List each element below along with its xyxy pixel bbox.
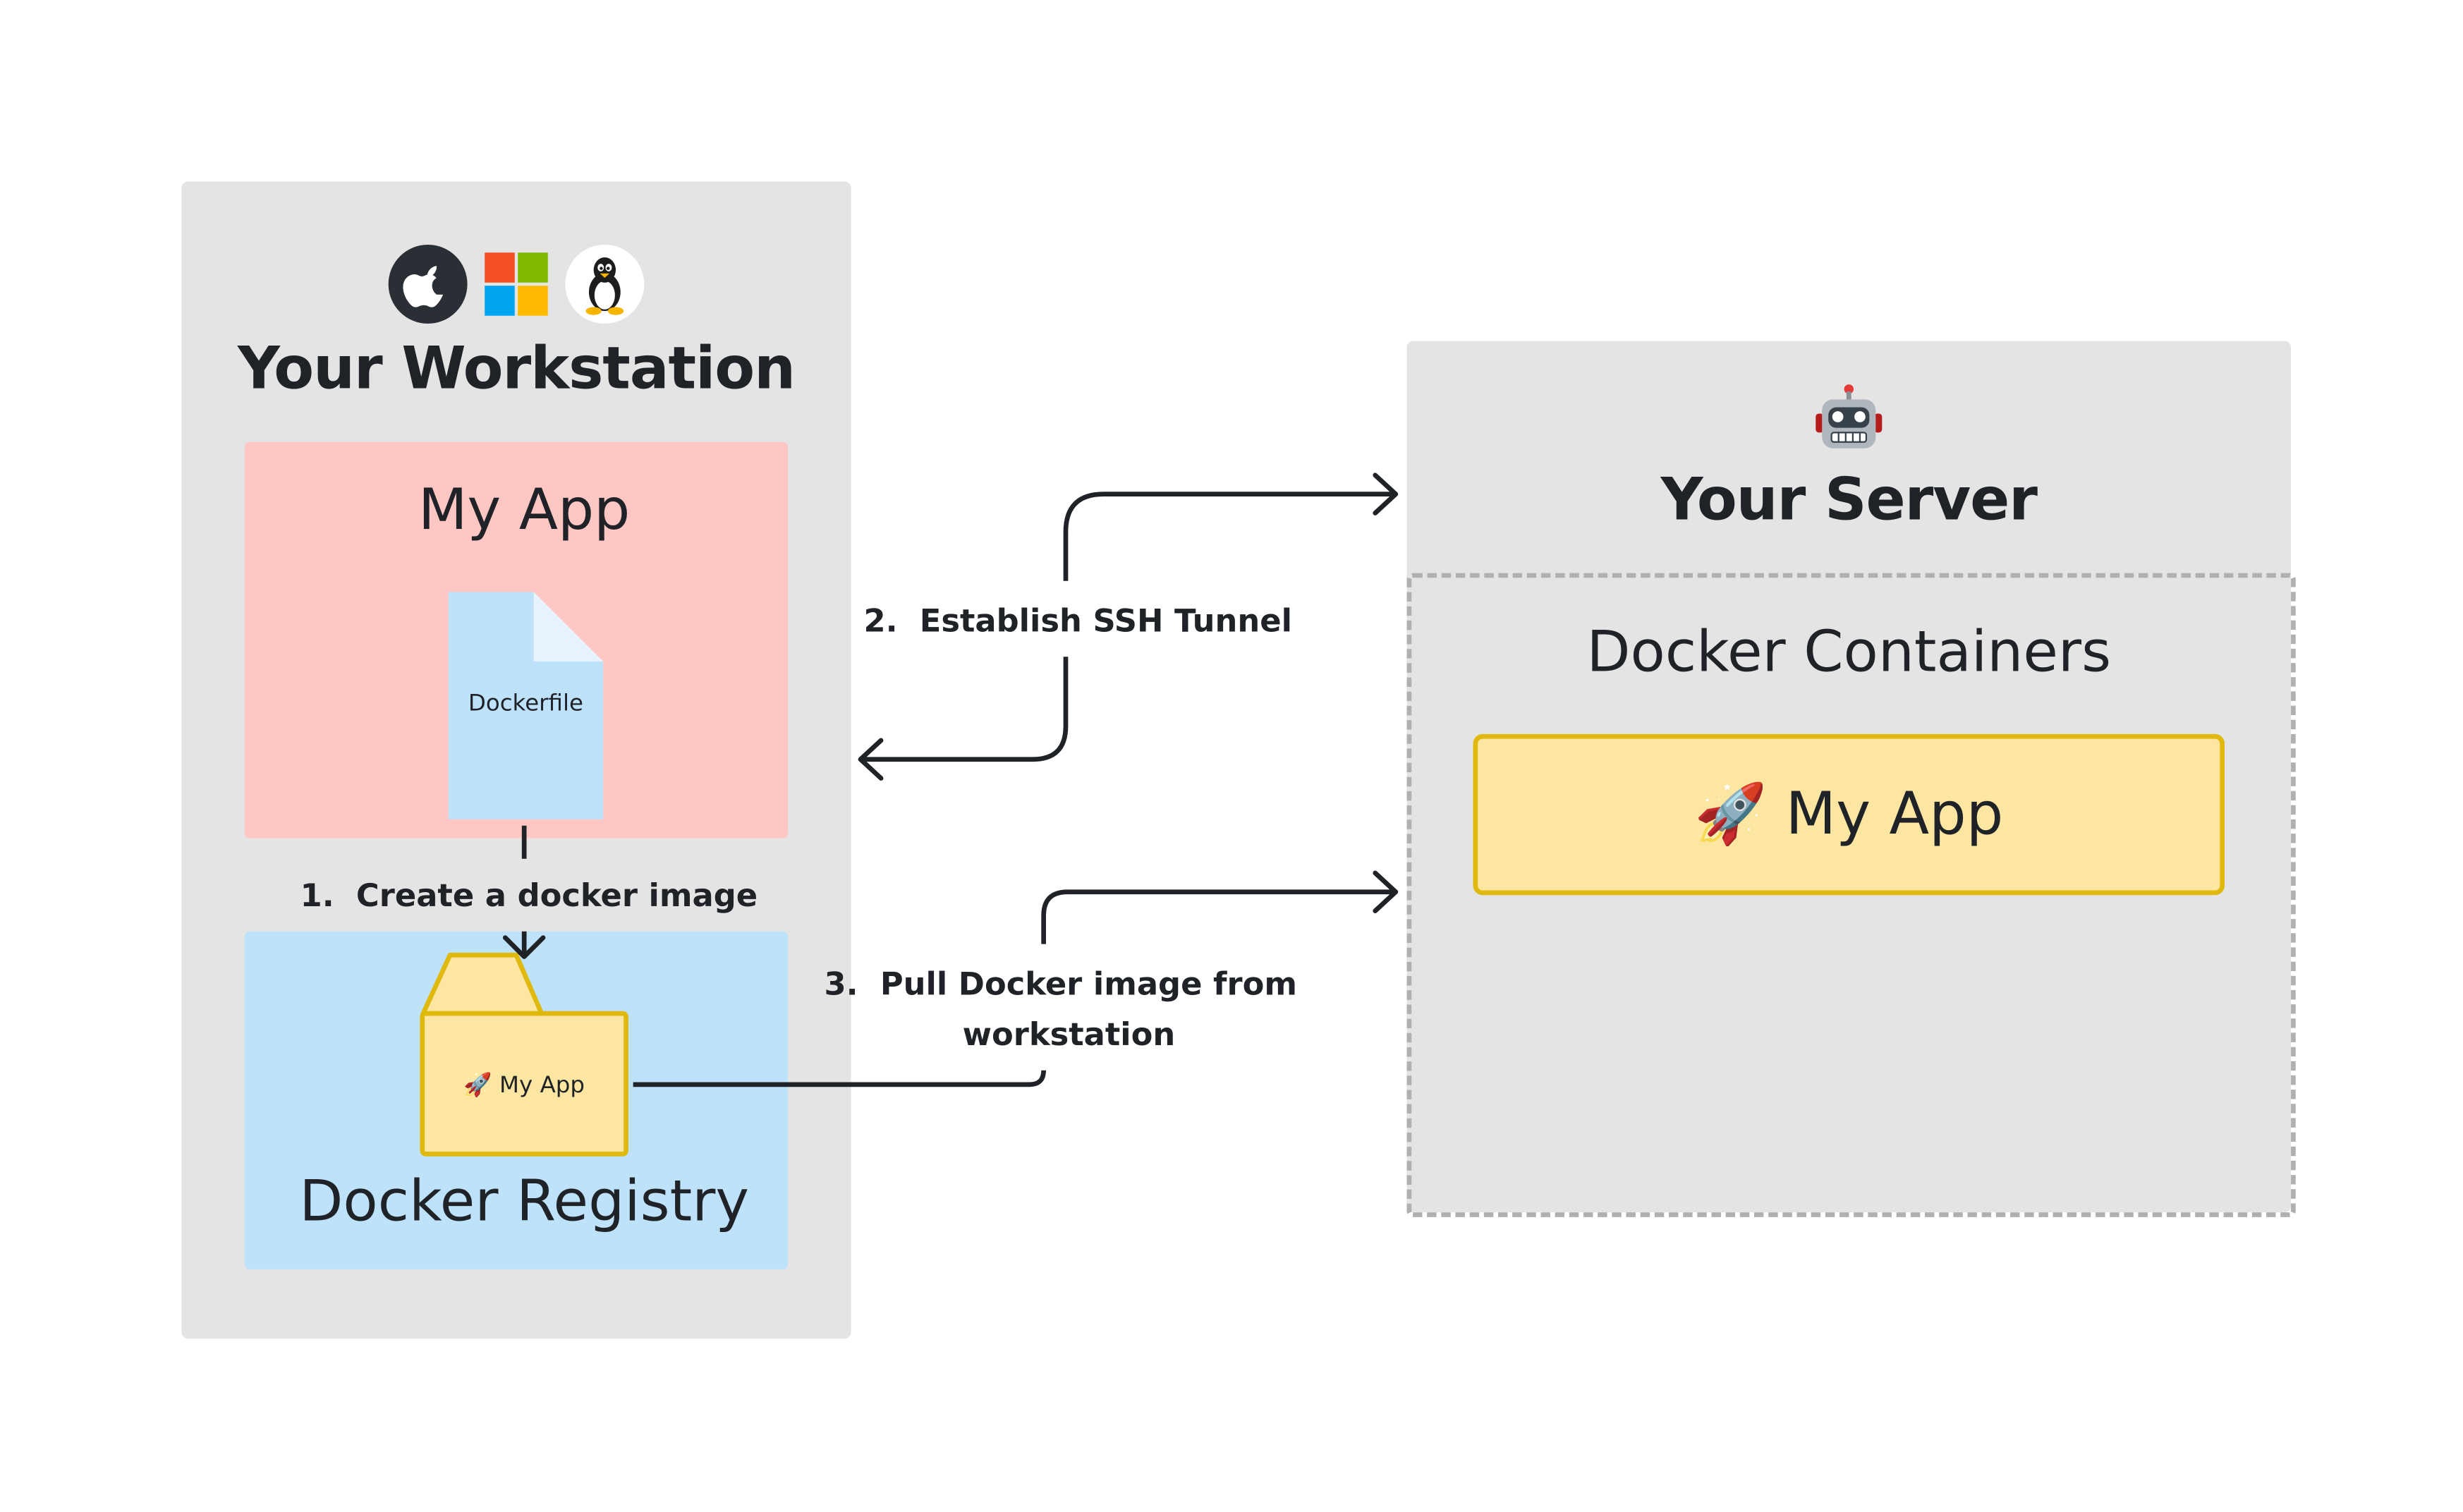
dockerfile-icon — [448, 592, 604, 819]
server-my-app-container — [1473, 733, 2225, 896]
linux-tux-icon — [565, 244, 645, 324]
step2-arrowhead-left — [858, 738, 884, 781]
step3-label-line2: workstation — [962, 1015, 1176, 1054]
registry-image-label: 🚀 My App — [463, 1073, 585, 1099]
dockerfile-label: Dockerfile — [468, 691, 583, 717]
docker-registry-title: Docker Registry — [299, 1169, 750, 1235]
step1-label: 1. Create a docker image — [300, 876, 758, 915]
step3-arrowhead-right — [1373, 870, 1399, 913]
step2-arrow-upper — [1063, 492, 1394, 581]
docker-containers-region — [1406, 573, 2296, 1217]
server-my-app-label: 🚀 My App — [1694, 779, 2004, 848]
server-title: Your Server — [1660, 465, 2038, 534]
step2-arrow-lower — [862, 657, 1069, 762]
step3-arrow-upper — [1041, 889, 1394, 944]
apple-icon — [388, 244, 468, 324]
workstation-title: Your Workstation — [238, 334, 796, 403]
step3-label-line1: 3. Pull Docker image from — [824, 964, 1298, 1003]
docker-containers-title: Docker Containers — [1586, 620, 2112, 685]
robot-icon — [1816, 384, 1883, 449]
my-app-title: My App — [418, 478, 631, 544]
step2-label: 2. Establish SSH Tunnel — [863, 601, 1292, 640]
docker-image-folder-icon — [420, 952, 628, 1157]
step3-arrow-lower — [633, 1070, 1047, 1087]
step2-arrowhead-right — [1373, 472, 1399, 516]
step1-arrowhead — [502, 935, 546, 959]
windows-icon — [485, 252, 549, 317]
